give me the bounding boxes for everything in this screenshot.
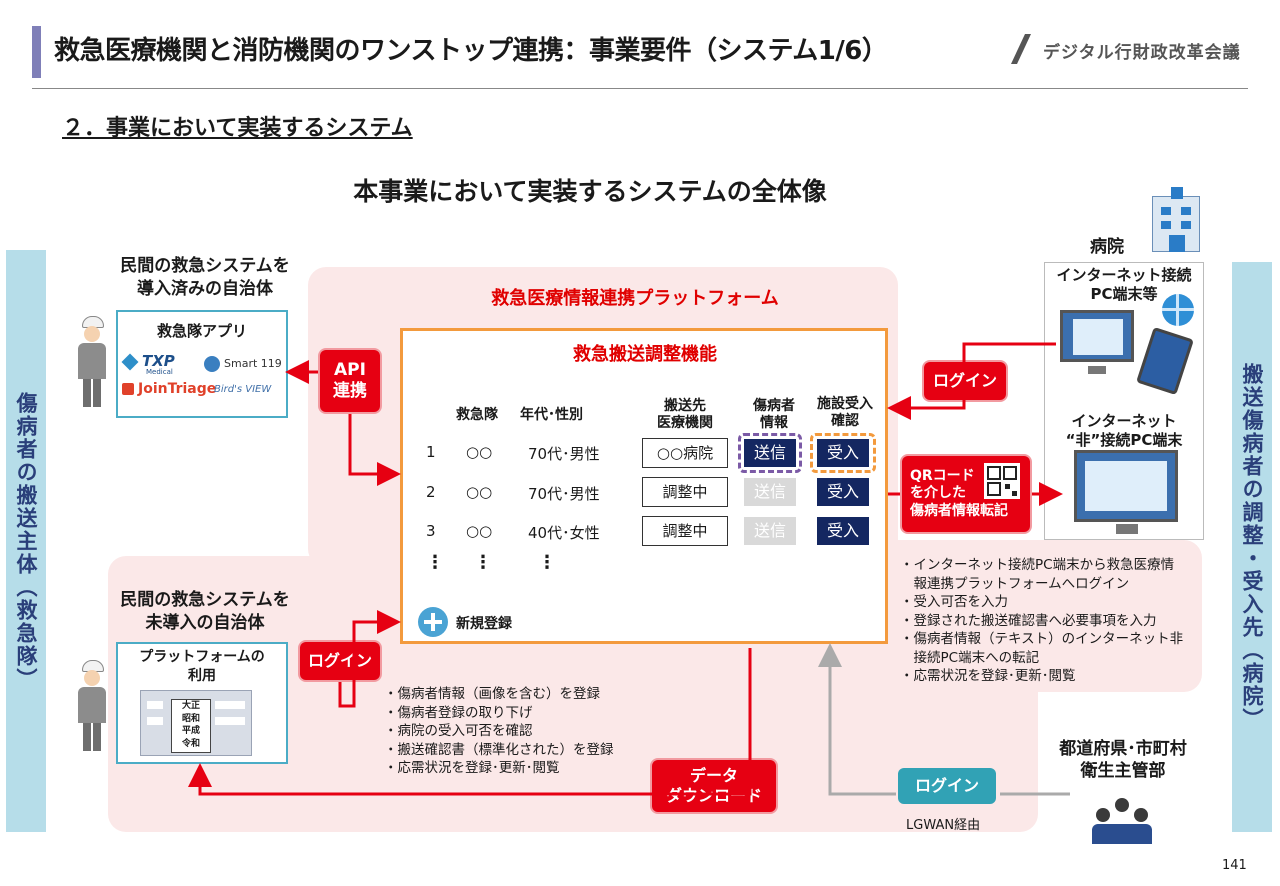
header-rule bbox=[32, 88, 1248, 89]
add-icon[interactable] bbox=[418, 607, 448, 637]
row-3-number: 3 bbox=[426, 522, 436, 540]
hospital-label: 病院 bbox=[1090, 237, 1124, 257]
row-1-send-button[interactable]: 送信 bbox=[744, 439, 796, 467]
row-2-destination: 調整中 bbox=[642, 477, 728, 507]
arrow-download bbox=[188, 648, 752, 796]
txp-logo-sub: Medical bbox=[146, 368, 173, 376]
page-title: 救急医療機関と消防機関のワンストップ連携：事業要件（システム1/6） bbox=[54, 36, 888, 66]
left-top-heading: 民間の救急システムを導入済みの自治体 bbox=[120, 256, 290, 299]
data-download-button[interactable]: データダウンロード bbox=[652, 760, 776, 812]
right-feature-1b: 報連携プラットフォームへログイン bbox=[900, 575, 1130, 592]
arrow-login-right-to-function bbox=[887, 396, 966, 420]
arrow-login-right bbox=[962, 342, 1056, 362]
left-feature-2: ・傷病者登録の取り下げ bbox=[384, 704, 533, 721]
internet-pc-monitor-icon bbox=[1060, 310, 1134, 362]
left-band-label: 傷病者の搬送主体（救急隊） bbox=[14, 391, 38, 691]
left-feature-5: ・応需状況を登録･更新･閲覧 bbox=[384, 760, 560, 776]
right-feature-4b: 接続PC端末への転記 bbox=[900, 649, 1040, 666]
left-band: 傷病者の搬送主体（救急隊） bbox=[6, 250, 46, 832]
ambulance-app-title: 救急隊アプリ bbox=[156, 322, 247, 340]
login-button-left[interactable]: ログイン bbox=[300, 642, 380, 680]
diagram-title: 本事業において実装するシステムの全体像 bbox=[353, 177, 827, 206]
right-feature-3: ・登録された搬送確認書へ必要事項を入力 bbox=[900, 612, 1157, 629]
header-patient-info: 傷病者情報 bbox=[753, 398, 795, 431]
smart119-logo-text: Smart 119 bbox=[224, 357, 282, 370]
arrow-login-left-to-function bbox=[338, 610, 401, 708]
ellipsis-team: ⋮ bbox=[474, 552, 492, 573]
left-feature-4: ・搬送確認書（標準化された）を登録 bbox=[384, 741, 614, 758]
non-internet-pc-label: インターネット“非”接続PC端末 bbox=[1065, 412, 1183, 449]
login-button-right[interactable]: ログイン bbox=[924, 362, 1006, 400]
arrow-api-to-function bbox=[348, 414, 401, 486]
organization-name: デジタル行財政改革会議 bbox=[1043, 43, 1241, 63]
row-2-send-button: 送信 bbox=[744, 478, 796, 506]
function-title: 救急搬送調整機能 bbox=[573, 344, 717, 365]
row-3-accept-button[interactable]: 受入 bbox=[817, 517, 869, 545]
paramedic-icon-top bbox=[78, 316, 106, 408]
arrow-lgwan bbox=[830, 652, 1070, 796]
row-1-accept-highlight bbox=[810, 433, 876, 473]
globe-icon bbox=[1162, 294, 1194, 326]
right-info-zone bbox=[880, 540, 1202, 692]
monitor-stand bbox=[1088, 366, 1106, 374]
row-3-send-button: 送信 bbox=[744, 517, 796, 545]
prefecture-label: 都道府県･市町村衛生主管部 bbox=[1059, 739, 1187, 781]
monitor-stand-2 bbox=[1116, 524, 1138, 534]
row-2-number: 2 bbox=[426, 483, 436, 501]
non-internet-pc-monitor-icon bbox=[1074, 450, 1178, 522]
left-feature-1: ・傷病者情報（画像を含む）を登録 bbox=[384, 686, 600, 702]
lgwan-label: LGWAN経由 bbox=[906, 818, 981, 833]
platform-title: 救急医療情報連携プラットフォーム bbox=[491, 288, 779, 309]
left-feature-list: ・傷病者情報（画像を含む）を登録 ・傷病者登録の取り下げ ・病院の受入可否を確認… bbox=[384, 685, 614, 778]
row-1-number: 1 bbox=[426, 443, 436, 461]
paramedic-icon-bottom bbox=[78, 660, 106, 752]
right-feature-1: ・インターネット接続PC端末から救急医療情 bbox=[900, 557, 1175, 573]
left-feature-3: ・病院の受入可否を確認 bbox=[384, 723, 533, 739]
jointriage-logo-text: JoinTriage bbox=[138, 381, 217, 397]
row-2-accept-button[interactable]: 受入 bbox=[817, 478, 869, 506]
left-bottom-heading: 民間の救急システムを未導入の自治体 bbox=[120, 590, 290, 633]
row-3-team: ○○ bbox=[466, 522, 493, 540]
row-3-destination: 調整中 bbox=[642, 516, 728, 546]
right-band: 搬送傷病者の調整・受入先（病院） bbox=[1232, 262, 1272, 832]
header-accept-confirm: 施設受入確認 bbox=[817, 396, 873, 429]
row-1-accept-button[interactable]: 受入 bbox=[817, 439, 869, 467]
new-register-label[interactable]: 新規登録 bbox=[456, 616, 512, 632]
row-2-age-sex: 70代･男性 bbox=[528, 485, 600, 503]
era-dropdown: 大正昭和平成令和 bbox=[171, 699, 211, 753]
form-mockup: 大正昭和平成令和 bbox=[140, 690, 252, 756]
right-feature-list: ・インターネット接続PC端末から救急医療情 報連携プラットフォームへログイン ・… bbox=[900, 556, 1183, 686]
platform-use-title: プラットフォームの利用 bbox=[139, 649, 265, 684]
row-1-send-highlight bbox=[738, 433, 802, 473]
page-number: 141 bbox=[1222, 858, 1247, 873]
row-3-age-sex: 40代･女性 bbox=[528, 524, 600, 542]
row-1-destination: ○○病院 bbox=[642, 438, 728, 468]
section-title: ２．事業において実装するシステム bbox=[62, 116, 413, 141]
row-1-age-sex: 70代･男性 bbox=[528, 445, 600, 463]
ambulance-app-box bbox=[116, 310, 288, 418]
header-team: 救急隊 bbox=[456, 407, 498, 423]
right-feature-2: ・受入可否を入力 bbox=[900, 594, 1008, 610]
txp-logo-text: TXP bbox=[142, 352, 175, 370]
header-age-sex: 年代･性別 bbox=[520, 407, 583, 423]
qr-code-icon bbox=[984, 463, 1020, 499]
header-destination: 搬送先医療機関 bbox=[657, 398, 713, 431]
jointriage-logo-icon bbox=[122, 383, 134, 395]
ellipsis-number: ⋮ bbox=[426, 552, 444, 573]
birdsview-logo-text: Bird's VIEW bbox=[214, 384, 272, 395]
hospital-icon bbox=[1152, 187, 1200, 252]
title-accent-bar bbox=[32, 26, 41, 78]
login-button-lgwan[interactable]: ログイン bbox=[898, 768, 996, 804]
right-feature-5: ・応需状況を登録･更新･閲覧 bbox=[900, 668, 1076, 684]
officials-meeting-icon bbox=[1090, 794, 1154, 846]
right-feature-4: ・傷病者情報（テキスト）のインターネット非 bbox=[900, 631, 1184, 647]
row-2-team: ○○ bbox=[466, 483, 493, 501]
smart119-logo-icon bbox=[204, 356, 220, 372]
right-band-label: 搬送傷病者の調整・受入先（病院） bbox=[1240, 363, 1264, 731]
ellipsis-age: ⋮ bbox=[538, 552, 556, 573]
row-1-team: ○○ bbox=[466, 443, 493, 461]
